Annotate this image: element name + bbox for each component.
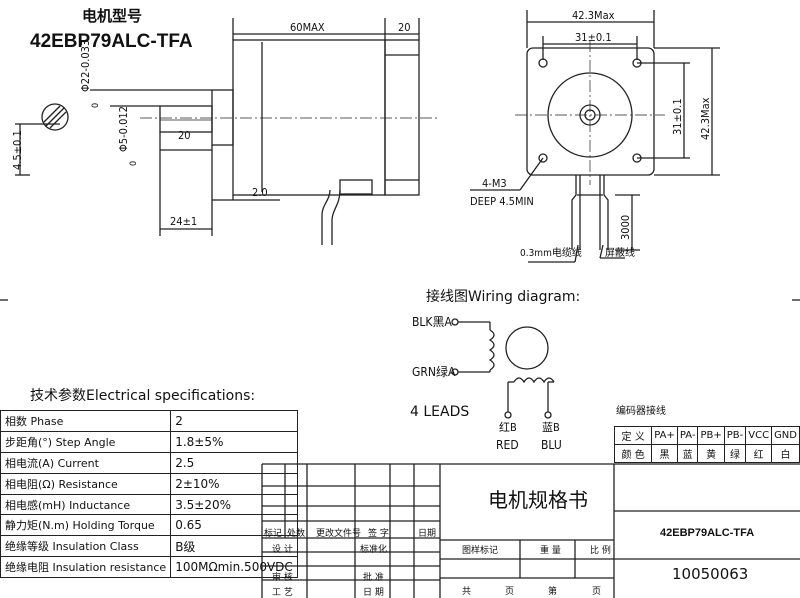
wire-blu-label: BLU — [541, 438, 562, 452]
dim-pilot-tol: 0 — [91, 102, 101, 108]
tb-date: 日 期 — [363, 588, 384, 598]
dim-pilot-depth: 2.0 — [252, 186, 268, 199]
doc-heading: 电机规格书 — [488, 488, 588, 512]
wire-blu-cn: 蓝B — [542, 421, 560, 434]
wire-grn-label: GRN绿A — [412, 365, 456, 379]
tb-weight: 重 量 — [540, 546, 561, 556]
encoder-table: 定 义 PA+ PA- PB+ PB- VCC GND 颜 色 黑 蓝 黄 绿 … — [613, 426, 800, 463]
tb-process: 工 艺 — [272, 588, 293, 598]
rev-header-mark: 标记 — [264, 529, 283, 539]
tb-total: 共 — [462, 587, 472, 597]
rev-header-count: 处数 — [287, 529, 306, 539]
dim-shaft-length: 24±1 — [170, 215, 198, 228]
dim-hole-spacing: 31±0.1 — [575, 31, 612, 44]
tb-standard: 标准化 — [360, 545, 388, 555]
dim-flat-height: 4.5±0.1 — [11, 130, 24, 170]
dim-shaft-dia: Φ5-0.012 — [117, 106, 130, 152]
tb-page-a: 页 — [505, 587, 515, 597]
dim-height-max: 42.3Max — [699, 97, 712, 141]
dim-hole-spacing-v: 31±0.1 — [671, 98, 684, 135]
rev-header-sign: 签 字 — [368, 529, 389, 539]
wire-red-cn: 红B — [499, 421, 517, 434]
rev-header-docno: 更改文件号 — [316, 529, 362, 539]
model-name: 42EBP79ALC-TFA — [30, 31, 193, 52]
wire-red-label: RED — [496, 438, 519, 452]
tb-design: 设 计 — [272, 545, 293, 555]
dim-screw: 4-M3 — [482, 177, 507, 190]
dim-shaft-tol: 0 — [129, 160, 139, 166]
table-row: 定 义 PA+ PA- PB+ PB- VCC GND — [613, 426, 800, 445]
encoder-title: 编码器接线 — [616, 406, 666, 417]
wire-blk-label: BLK黑A — [412, 315, 452, 329]
shield-label: 屏蔽线 — [605, 248, 635, 259]
shaft-outline — [159, 105, 213, 133]
front-flange-outline — [526, 47, 655, 176]
tb-page-no: 第 — [548, 587, 558, 597]
dim-shaft-flat: 20 — [178, 129, 191, 142]
dim-width-max: 42.3Max — [572, 9, 615, 22]
leads-label: 4 LEADS — [410, 404, 470, 420]
wiring-title: 接线图Wiring diagram: — [426, 289, 581, 305]
tb-page-b: 页 — [592, 587, 602, 597]
rev-header-date: 日期 — [418, 529, 437, 539]
table-row: 颜 色 黑 蓝 黄 绿 红 白 — [613, 444, 800, 463]
tb-stage-mark: 图样标记 — [462, 546, 499, 556]
specs-title: 技术参数Electrical specifications: — [30, 388, 256, 404]
dim-length: 60MAX — [290, 21, 325, 34]
doc-number: 10050063 — [672, 565, 749, 583]
dim-cable-length: 3000 — [619, 214, 632, 240]
dim-flange: 20 — [398, 21, 411, 34]
dim-screw-depth: DEEP 4.5MIN — [470, 195, 534, 208]
tb-approve: 批 准 — [363, 573, 384, 583]
cable-label: 0.3mm电缆线 — [520, 248, 582, 259]
model-label: 电机型号 — [82, 7, 143, 25]
motor-endcap-outline — [384, 39, 420, 196]
tb-check: 审 核 — [272, 573, 293, 583]
motor-body-outline — [232, 39, 386, 196]
tb-scale: 比 例 — [590, 546, 611, 556]
doc-model: 42EBP79ALC-TFA — [660, 527, 755, 539]
dim-pilot-dia: Φ22-0.033 — [79, 39, 92, 92]
